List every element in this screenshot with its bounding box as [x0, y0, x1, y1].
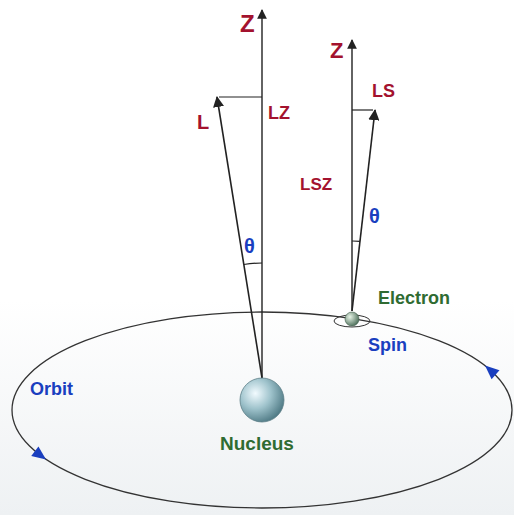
nucleus-sphere: [240, 378, 284, 422]
ground-shade: [0, 300, 514, 515]
z-axis: [351, 40, 352, 311]
orbit-arrow: [485, 365, 499, 379]
part-label: Nucleus: [220, 434, 294, 453]
angle-label: θ: [244, 236, 255, 256]
vector-label: LS: [372, 82, 395, 100]
orbit-arrow: [31, 446, 46, 459]
orbit-label: Orbit: [30, 380, 73, 398]
angle-label: θ: [369, 206, 380, 226]
angle-arc: [352, 240, 360, 242]
projection-line: [219, 96, 262, 97]
spin-label: Spin: [368, 336, 407, 354]
electron-sphere: [345, 312, 359, 326]
projection-line: [352, 109, 373, 110]
component-label: LSZ: [300, 176, 332, 193]
vector-label: L: [197, 112, 209, 132]
component-label: LZ: [268, 104, 290, 122]
part-label: Electron: [378, 289, 450, 307]
orbital-vector: [217, 97, 262, 378]
axis-label: Z: [330, 40, 343, 62]
axis-label: Z: [240, 12, 255, 36]
z-axis: [261, 10, 262, 378]
angle-arc: [244, 263, 262, 265]
